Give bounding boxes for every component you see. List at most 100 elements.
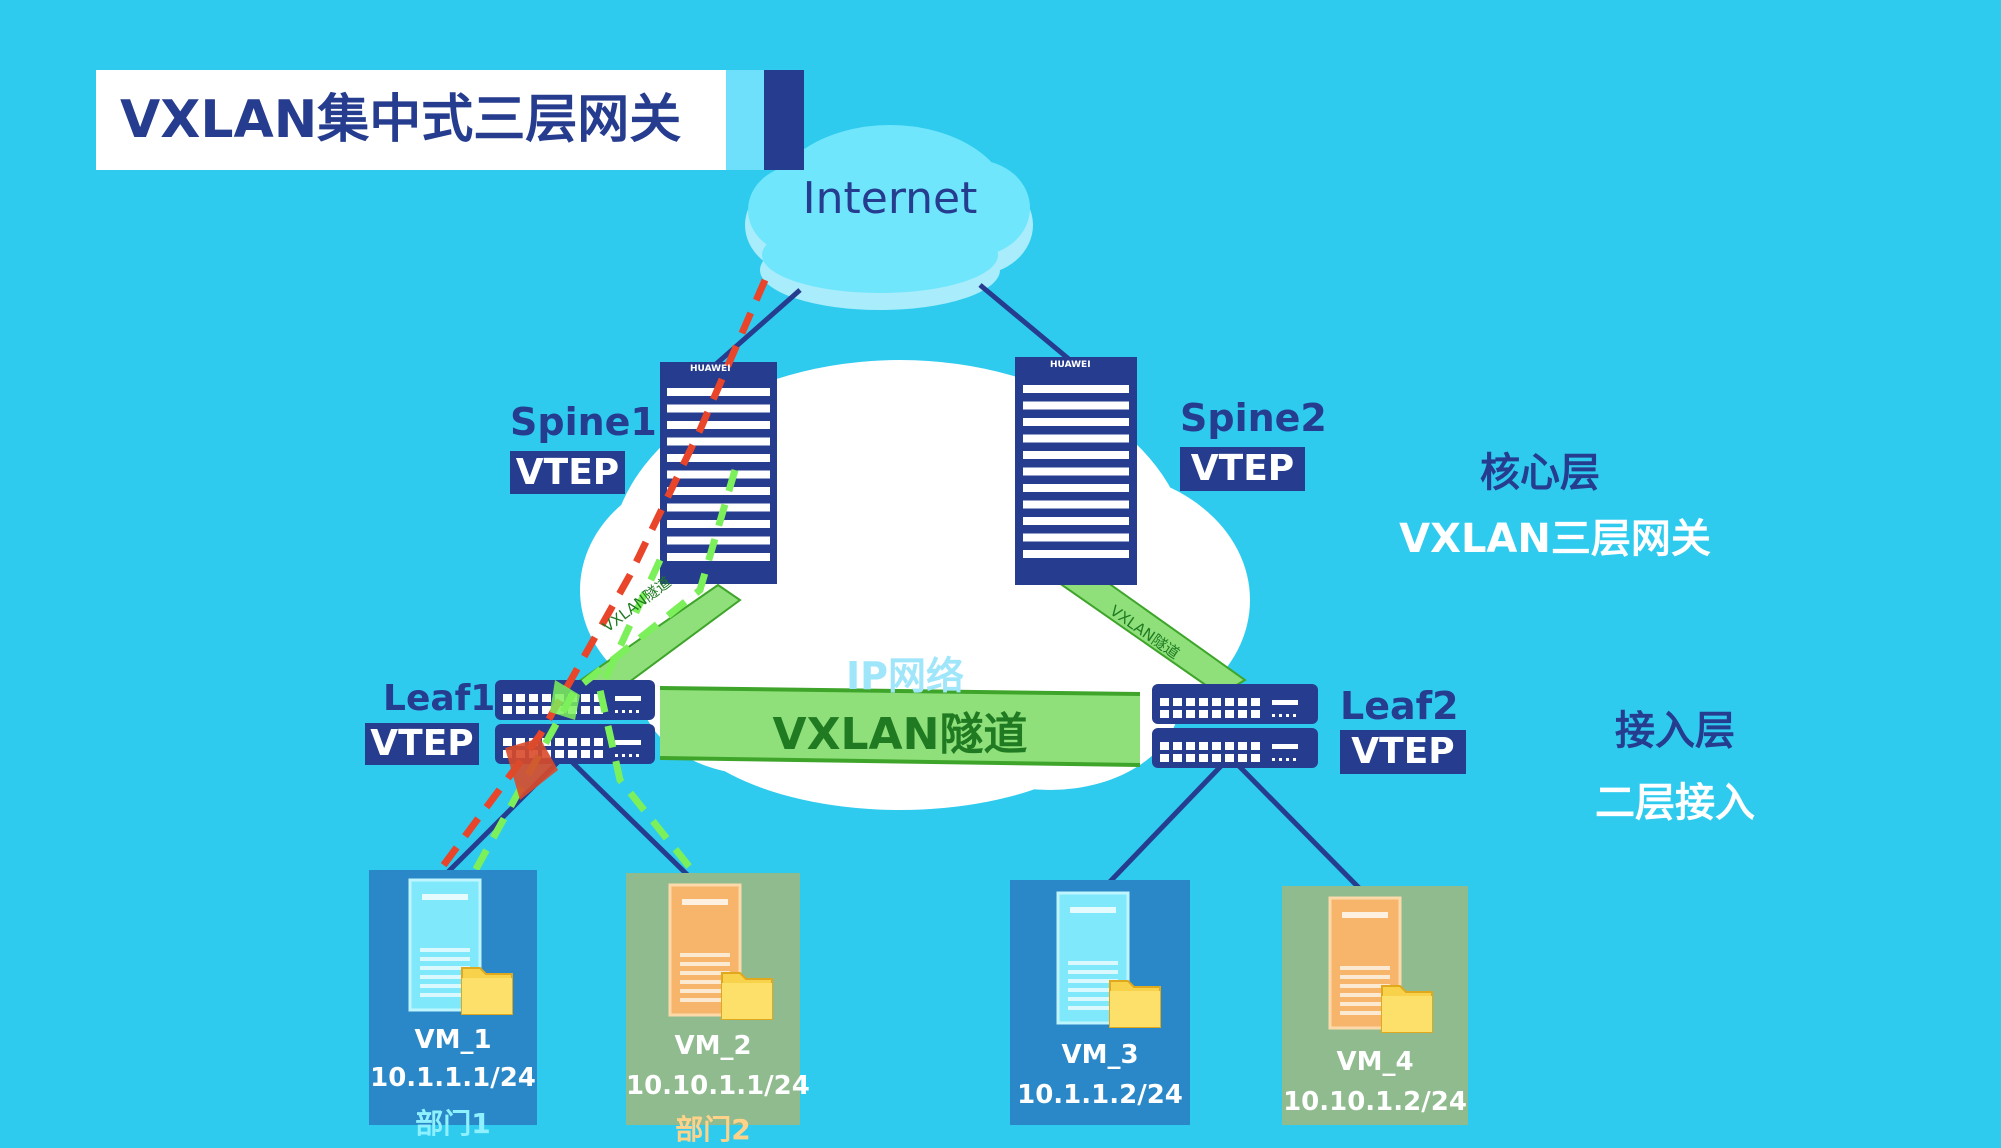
switch-port [1238, 754, 1247, 762]
leaf1-label: Leaf1 [383, 678, 496, 719]
vm3-ip: 10.1.1.2/24 [1017, 1080, 1183, 1110]
spine2-label: Spine2 [1180, 396, 1327, 440]
leaf2-label: Leaf2 [1340, 684, 1459, 728]
switch-port [1238, 698, 1247, 706]
switch-slot [667, 454, 770, 462]
switch-slot [1023, 418, 1129, 426]
title-accent-dark [764, 70, 804, 170]
switch-port [542, 706, 551, 714]
switch-port [516, 694, 525, 702]
switch-slot [1023, 385, 1129, 393]
switch-slot [667, 437, 770, 446]
switch-port [503, 694, 512, 702]
switch-indicator [615, 740, 641, 745]
switch-port [1173, 742, 1182, 750]
switch-port [581, 750, 590, 758]
server-icon [1056, 891, 1161, 1028]
switch-led [1286, 758, 1289, 761]
switch-port [581, 706, 590, 714]
vm2-ip: 10.10.1.1/24 [626, 1071, 810, 1101]
switch-port [555, 750, 564, 758]
switch-port [1225, 754, 1234, 762]
switch-port [516, 706, 525, 714]
switch-port [1251, 742, 1260, 750]
switch-port [529, 706, 538, 714]
spine1-label: Spine1 [510, 400, 657, 444]
switch-port [1212, 742, 1221, 750]
vm3-name: VM_3 [1061, 1040, 1139, 1070]
switch-port [503, 706, 512, 714]
spine1-brand: HUAWEI [690, 364, 731, 374]
switch-led [1279, 714, 1282, 717]
switch-port [1199, 698, 1208, 706]
page-title: VXLAN集中式三层网关 [120, 90, 682, 150]
vm2-dept: 部门2 [675, 1113, 751, 1146]
switch-port [1186, 754, 1195, 762]
switch-port [1160, 754, 1169, 762]
switch-port [1186, 742, 1195, 750]
switch-slot [1023, 434, 1129, 443]
switch-led [622, 710, 625, 713]
switch-led [1279, 758, 1282, 761]
switch-port [1225, 698, 1234, 706]
switch-port [1238, 710, 1247, 718]
vm4-ip: 10.10.1.2/24 [1283, 1087, 1467, 1117]
title-box: VXLAN集中式三层网关 [96, 70, 726, 170]
leaf2-switch [1152, 684, 1318, 768]
switch-slot [1023, 533, 1129, 542]
title-accent-light [726, 70, 764, 170]
switch-port [568, 750, 577, 758]
switch-port [1251, 698, 1260, 706]
switch-slot [1023, 467, 1129, 476]
internet-cloud [745, 125, 1033, 310]
switch-port [1251, 710, 1260, 718]
switch-port [581, 694, 590, 702]
traffic-paths [437, 278, 769, 893]
switch-indicator [615, 696, 641, 701]
switch-port [1173, 754, 1182, 762]
internet-label: Internet [802, 173, 978, 224]
switch-port [581, 738, 590, 746]
core-layer-role: VXLAN三层网关 [1399, 516, 1711, 562]
leaf1-vtep-badge: VTEP [365, 723, 479, 765]
switch-port [503, 738, 512, 746]
switch-slot [667, 536, 770, 545]
switch-port [1199, 742, 1208, 750]
server-icons [408, 878, 1433, 1033]
access-layer-role: 二层接入 [1595, 780, 1755, 826]
switch-port [1225, 742, 1234, 750]
main-tunnel-bar [659, 686, 1141, 767]
switch-led [636, 710, 639, 713]
switch-port [1212, 710, 1221, 718]
switch-led [629, 754, 632, 757]
spine2-brand: HUAWEI [1050, 360, 1091, 370]
switch-led [1272, 758, 1275, 761]
packet-markers [505, 680, 580, 800]
switch-slot [667, 503, 770, 512]
network-topology-graphic [369, 125, 1468, 1125]
switch-led [1293, 714, 1296, 717]
switch-port [594, 706, 603, 714]
switch-port [542, 694, 551, 702]
switch-port [594, 750, 603, 758]
server-icon [408, 878, 513, 1015]
switch-port [1199, 754, 1208, 762]
switch-port [568, 738, 577, 746]
switch-led [622, 754, 625, 757]
switch-port [1238, 742, 1247, 750]
vm1-dept: 部门1 [415, 1107, 491, 1140]
switch-led [629, 710, 632, 713]
switch-port [529, 694, 538, 702]
switch-slot [667, 487, 770, 495]
switch-port [516, 738, 525, 746]
server-icon [1328, 896, 1433, 1033]
switch-led [1272, 714, 1275, 717]
leaf2-vtep-badge: VTEP [1340, 730, 1466, 774]
switch-port [1186, 710, 1195, 718]
switch-led [636, 754, 639, 757]
switch-port [594, 738, 603, 746]
access-layer-label: 接入层 [1615, 708, 1735, 754]
switch-slot [1023, 517, 1129, 525]
vm1-ip: 10.1.1.1/24 [370, 1063, 536, 1093]
switch-port [1160, 710, 1169, 718]
